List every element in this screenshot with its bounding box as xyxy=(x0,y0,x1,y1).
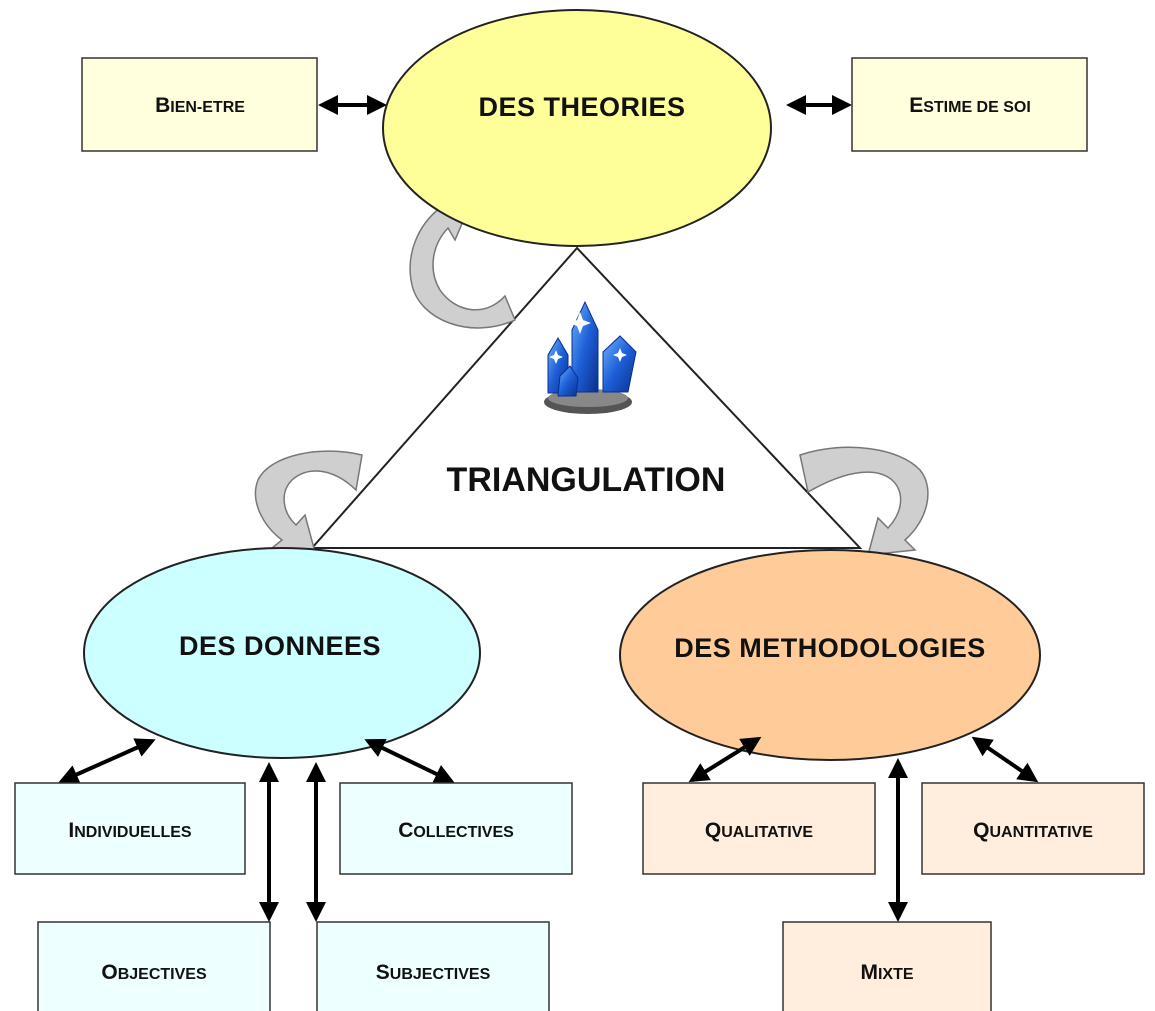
svg-text:INDIVIDUELLES: INDIVIDUELLES xyxy=(68,819,192,842)
mixte-box: MIXTE xyxy=(782,921,992,1011)
svg-text:BIEN-ETRE: BIEN-ETRE xyxy=(155,94,245,117)
estime-box: ESTIME DE SOI xyxy=(851,57,1088,152)
svg-text:QUALITATIVE: QUALITATIVE xyxy=(705,819,814,842)
arrow-quantitative xyxy=(971,736,1039,783)
bien-etre-box: BIEN-ETRE xyxy=(81,57,318,152)
svg-text:COLLECTIVES: COLLECTIVES xyxy=(398,819,514,842)
svg-text:MIXTE: MIXTE xyxy=(860,961,913,984)
theories-label: DES THEORIES xyxy=(478,92,685,122)
curved-arrow-methodologies xyxy=(799,446,929,556)
individuelles-box: INDIVIDUELLES xyxy=(14,782,246,875)
mixte-first: M xyxy=(860,961,878,984)
objectives-rest: BJECTIVES xyxy=(118,966,207,983)
individuelles-rest: NDIVIDUELLES xyxy=(74,824,192,841)
svg-text:ESTIME DE SOI: ESTIME DE SOI xyxy=(909,94,1031,117)
quantitative-box: QUANTITATIVE xyxy=(921,782,1145,875)
subjectives-first: S xyxy=(376,961,390,984)
objectives-first: O xyxy=(101,961,117,984)
estime-first: E xyxy=(909,94,923,117)
subjectives-box: SUBJECTIVES xyxy=(316,921,550,1011)
arrow-individuelles xyxy=(58,738,156,784)
donnees-ellipse xyxy=(83,547,481,759)
collectives-rest: OLLECTIVES xyxy=(413,824,514,841)
methodologies-label: DES METHODOLOGIES xyxy=(674,633,986,663)
bien-etre-rest: IEN-ETRE xyxy=(170,99,245,116)
curved-arrow-donnees xyxy=(254,450,363,553)
triangulation-label: TRIANGULATION xyxy=(447,461,726,499)
collectives-box: COLLECTIVES xyxy=(339,782,573,875)
svg-text:SUBJECTIVES: SUBJECTIVES xyxy=(376,961,491,984)
subjectives-rest: UBJECTIVES xyxy=(390,966,491,983)
crystal-icon xyxy=(544,300,637,414)
theories-ellipse xyxy=(382,9,772,247)
quantitative-rest: UANTITATIVE xyxy=(989,824,1093,841)
svg-text:QUANTITATIVE: QUANTITATIVE xyxy=(973,819,1093,842)
collectives-first: C xyxy=(398,819,413,842)
svg-text:OBJECTIVES: OBJECTIVES xyxy=(101,961,207,984)
methodologies-ellipse xyxy=(619,549,1041,761)
qualitative-first: Q xyxy=(705,819,721,842)
arrow-qualitative xyxy=(688,736,762,783)
estime-rest: STIME DE SOI xyxy=(923,99,1031,116)
individuelles-first: I xyxy=(68,819,74,842)
arrow-collectives xyxy=(364,738,455,784)
objectives-box: OBJECTIVES xyxy=(37,921,271,1011)
donnees-label: DES DONNEES xyxy=(179,631,381,661)
mixte-rest: IXTE xyxy=(878,966,914,983)
qualitative-box: QUALITATIVE xyxy=(642,782,876,875)
qualitative-rest: UALITATIVE xyxy=(721,824,813,841)
quantitative-first: Q xyxy=(973,819,989,842)
bien-etre-first: B xyxy=(155,94,170,117)
